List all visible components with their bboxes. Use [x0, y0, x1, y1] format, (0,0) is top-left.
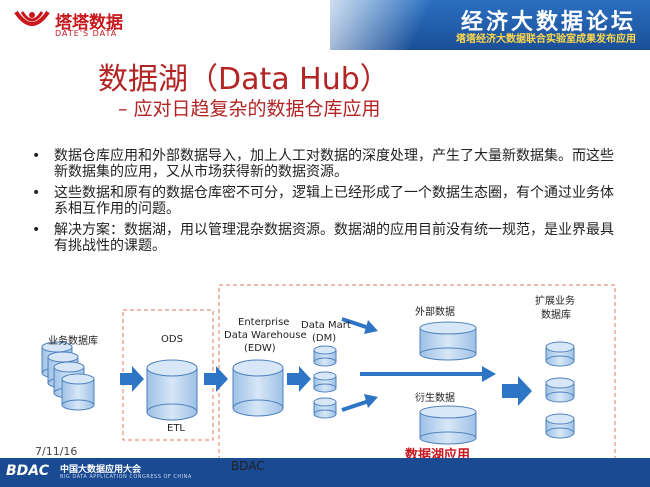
footer-congress-name: 中国大数据应用大会 [60, 465, 142, 475]
etl-label: ETL [167, 423, 185, 434]
bdac-label: BDAC [231, 459, 265, 473]
data-lake-diagram: 业务数据库 ODS ETL Enterprise Data Warehouse … [0, 280, 650, 460]
derived-data-label: 衍生数据 [415, 393, 455, 404]
tata-logo-icon [14, 10, 50, 26]
diagram-canvas [41, 284, 616, 460]
edw-cylinder-icon [232, 359, 284, 417]
bullet-item: •这些数据和原有的数据仓库密不可分，逻辑上已经形成了一个数据生态圈，有个通过业务… [32, 185, 614, 217]
ods-label: ODS [161, 334, 183, 345]
expanded-db-cylinders-icon [545, 341, 575, 439]
slide-title: 数据湖（Data Hub） [98, 62, 390, 97]
derived-data-cylinder-icon [419, 405, 477, 445]
bullet-item: •数据仓库应用和外部数据导入，加上人工对数据的深度处理，产生了大量新数据集。而这… [32, 148, 614, 180]
expanded-db-label-line2: 数据库 [541, 310, 571, 321]
datamart-label-line2: (DM) [312, 333, 337, 344]
bullet-item: •解决方案：数据湖，用以管理混杂数据资源。数据湖的应用目前没有统一规范，是业界最… [32, 222, 614, 254]
forum-banner: 经济大数据论坛 塔塔经济大数据联合实验室成果发布应用 [330, 0, 650, 50]
edw-label-line1: Enterprise [238, 317, 290, 328]
slide-header: 塔塔数据 DATE'S DATA 经济大数据论坛 塔塔经济大数据联合实验室成果发… [0, 0, 650, 50]
business-db-stack-icon [41, 341, 95, 411]
logo-english-text: DATE'S DATA [55, 29, 118, 38]
edw-label-line2: Data Warehouse [224, 330, 307, 341]
footer-bar: BDAC 中国大数据应用大会 BIG DATA APPLICATION CONG… [0, 458, 650, 487]
business-db-label: 业务数据库 [48, 336, 98, 347]
logo-text: 塔塔数据 [55, 13, 123, 33]
external-data-cylinder-icon [419, 321, 477, 361]
expanded-db-label-line1: 扩展业务 [535, 296, 575, 307]
forum-subtitle: 塔塔经济大数据联合实验室成果发布应用 [456, 34, 636, 45]
flow-arrows-icon [120, 366, 532, 406]
slide-subtitle: – 应对日趋复杂的数据仓库应用 [118, 98, 381, 120]
external-data-label: 外部数据 [415, 307, 455, 318]
datamart-label-line1: Data Mart [301, 320, 351, 331]
flow-lines-icon [341, 317, 496, 412]
bdac-logo: BDAC [6, 463, 49, 479]
edw-label-line3: (EDW) [244, 343, 276, 354]
footer-congress-english: BIG DATA APPLICATION CONGRESS OF CHINA [60, 474, 192, 480]
forum-title: 经济大数据论坛 [460, 10, 636, 35]
datamart-cylinders-icon [313, 345, 337, 419]
bullet-list: •数据仓库应用和外部数据导入，加上人工对数据的深度处理，产生了大量新数据集。而这… [30, 148, 620, 259]
ods-cylinder-icon [146, 359, 198, 421]
slide-date: 7/11/16 [35, 445, 78, 458]
